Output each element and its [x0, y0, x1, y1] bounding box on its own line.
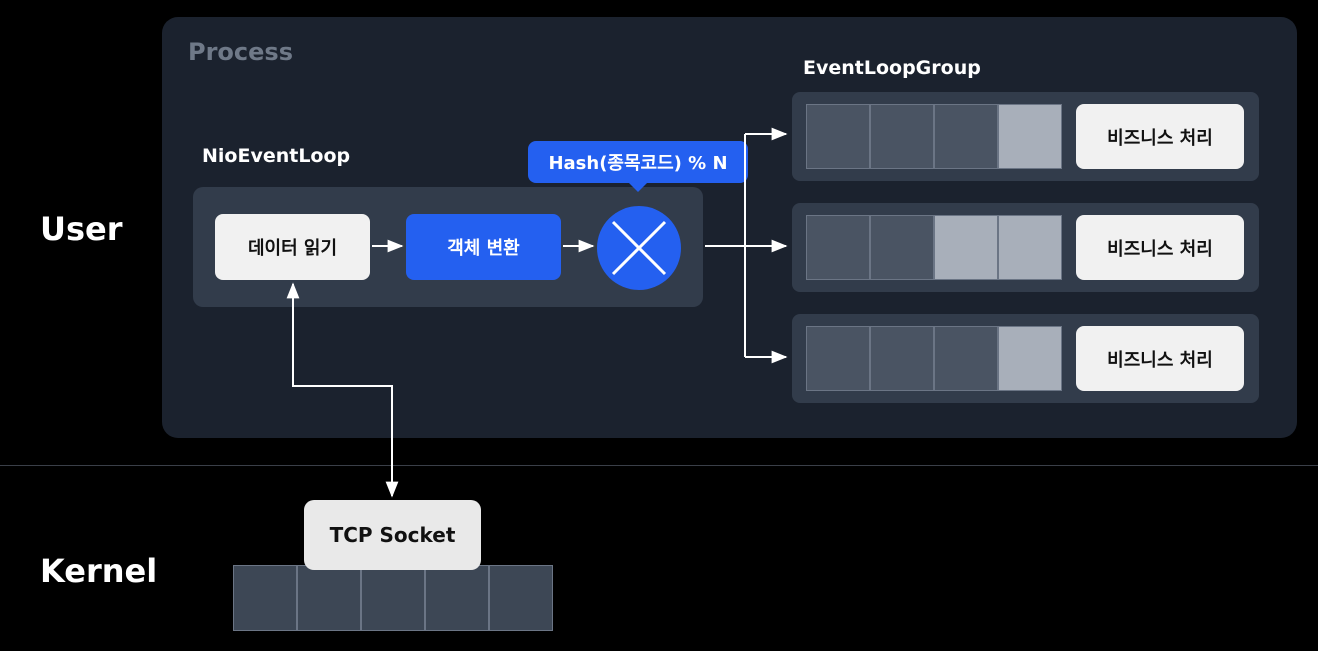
queue-cell-filled — [999, 327, 1061, 390]
queue-cell — [807, 105, 869, 168]
hash-bubble-tail — [628, 182, 648, 192]
socket-buffer — [233, 565, 553, 631]
business-logic-node: 비즈니스 처리 — [1076, 104, 1244, 169]
user-layer-label: User — [40, 210, 123, 248]
queue-cell-filled — [999, 216, 1061, 279]
user-kernel-divider — [0, 465, 1318, 466]
queue-cell — [807, 327, 869, 390]
event-loop-group-title: EventLoopGroup — [803, 57, 981, 79]
socket-buffer-cell — [298, 566, 360, 630]
socket-buffer-cell — [234, 566, 296, 630]
business-logic-node: 비즈니스 처리 — [1076, 326, 1244, 391]
queue-cell — [935, 327, 997, 390]
queue-cell — [807, 216, 869, 279]
queue-cell-filled — [999, 105, 1061, 168]
event-queue — [806, 215, 1062, 280]
socket-buffer-cell — [362, 566, 424, 630]
socket-read-arrow — [286, 282, 399, 498]
socket-buffer-cell — [426, 566, 488, 630]
object-transform-node: 객체 변환 — [406, 214, 561, 280]
hash-label-bubble: Hash(종목코드) % N — [528, 141, 748, 183]
queue-cell — [871, 327, 933, 390]
kernel-layer-label: Kernel — [40, 552, 158, 590]
queue-cell — [871, 105, 933, 168]
queue-cell — [871, 216, 933, 279]
event-queue — [806, 326, 1062, 391]
tcp-socket-node: TCP Socket — [304, 500, 481, 570]
process-title: Process — [188, 38, 293, 66]
nio-event-loop-title: NioEventLoop — [202, 145, 351, 167]
business-logic-node: 비즈니스 처리 — [1076, 215, 1244, 280]
queue-cell-filled — [935, 216, 997, 279]
event-queue — [806, 104, 1062, 169]
socket-buffer-cell — [490, 566, 552, 630]
hash-router-icon — [597, 206, 681, 290]
queue-cell — [935, 105, 997, 168]
read-data-node: 데이터 읽기 — [215, 214, 370, 280]
